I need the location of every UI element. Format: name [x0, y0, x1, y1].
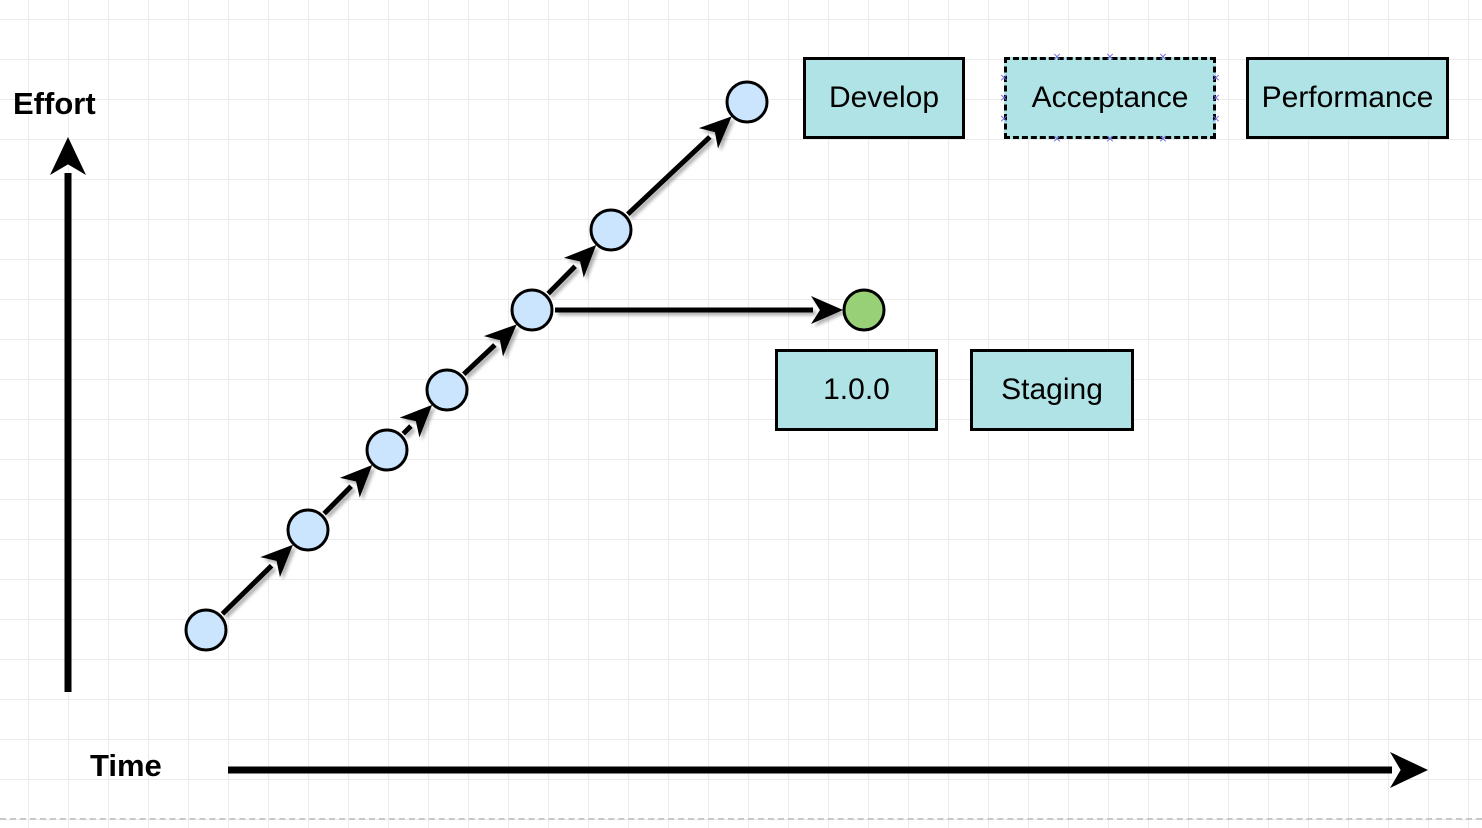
staging-box[interactable]: Staging [970, 349, 1134, 431]
acceptance-box[interactable]: Acceptance [1004, 57, 1216, 139]
develop-box[interactable]: Develop [803, 57, 965, 139]
y-axis-label: Effort [13, 86, 96, 121]
performance-box[interactable]: Performance [1246, 57, 1449, 139]
commit-node[interactable] [425, 368, 469, 412]
commit-node[interactable] [286, 508, 330, 552]
edge-arrow-c6-c7[interactable] [626, 116, 732, 217]
edge-arrow-c1-c2[interactable] [220, 544, 294, 616]
y-axis-arrow[interactable] [50, 137, 86, 692]
release-version-box[interactable]: 1.0.0 [775, 349, 938, 431]
edge-arrow-c2-c3[interactable] [322, 464, 373, 516]
commit-node[interactable] [184, 608, 228, 652]
page-boundary [0, 818, 1482, 820]
commit-node[interactable] [589, 208, 633, 252]
commit-node[interactable] [510, 288, 554, 332]
edge-arrow-c3-c4[interactable] [399, 404, 433, 438]
release-node[interactable] [842, 288, 886, 332]
x-axis-label: Time [90, 748, 162, 783]
edge-arrow-c5-r1[interactable] [555, 296, 843, 324]
x-axis-arrow[interactable] [228, 752, 1428, 788]
commit-node[interactable] [725, 80, 769, 124]
edge-arrow-c4-c5[interactable] [462, 324, 517, 377]
edge-arrow-c5-c6[interactable] [546, 244, 597, 296]
commit-node[interactable] [365, 428, 409, 472]
